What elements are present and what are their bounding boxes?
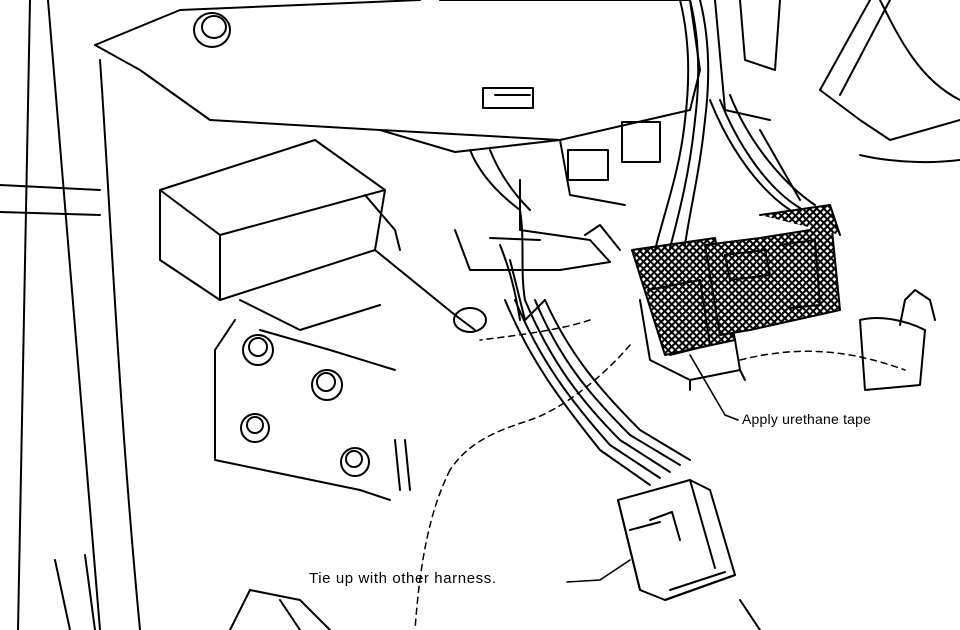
tie-up-leader [566, 559, 631, 583]
lower-connector [617, 479, 736, 601]
upper-wires [654, 0, 816, 251]
right-panel [819, 0, 960, 391]
urethane-tape-callout: Apply urethane tape [742, 411, 872, 427]
sensor-unit [159, 139, 487, 501]
leader-lines [566, 354, 739, 583]
body-panel [0, 0, 141, 630]
urethane-leader [689, 354, 739, 421]
wire-harness [469, 149, 691, 486]
taped-connector [631, 204, 841, 391]
junction-block [94, 0, 701, 271]
floor-edge [414, 319, 906, 630]
tie-up-harness-callout: Tie up with other harness. [309, 570, 497, 587]
lower-bracket [229, 589, 761, 630]
